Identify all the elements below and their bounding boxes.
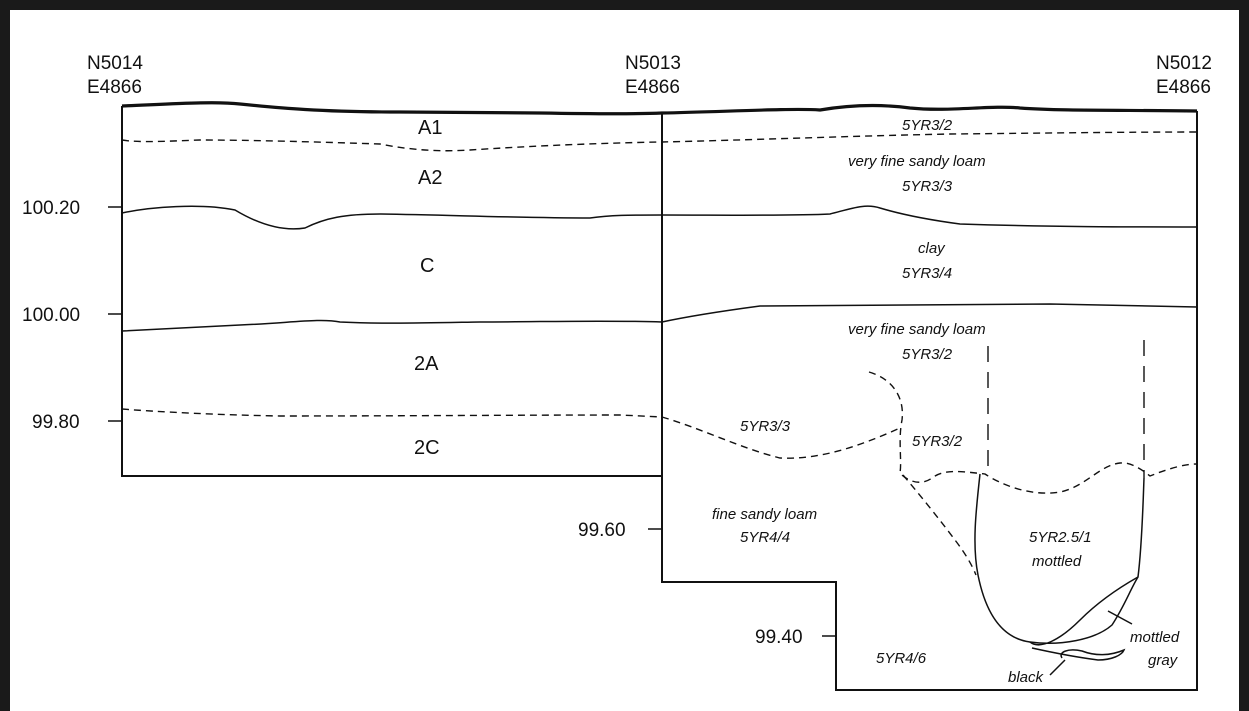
horizon-2c: 2C — [414, 437, 440, 459]
boundary-a2-c — [121, 205, 1198, 230]
note-a2-texture: very fine sandy loam — [848, 153, 986, 170]
feature-boundary — [868, 371, 1198, 494]
lens-boundary — [661, 416, 901, 459]
grid-point-n5013: N5013 — [625, 53, 681, 74]
note-lower-texture: fine sandy loam — [712, 506, 817, 523]
mottled-gray-pointer — [1107, 610, 1133, 625]
note-c-texture: clay — [918, 240, 946, 257]
horizon-2a: 2A — [414, 353, 439, 375]
note-a2-color: 5YR3/3 — [902, 178, 953, 195]
grid-point-e4866-middle: E4866 — [625, 77, 680, 98]
note-gray: gray — [1148, 652, 1179, 669]
note-black: black — [1008, 669, 1045, 686]
note-c-color: 5YR3/4 — [902, 265, 952, 282]
note-2a-texture: very fine sandy loam — [848, 321, 986, 338]
note-bottom-color: 5YR4/6 — [876, 650, 927, 667]
black-pointer — [1049, 659, 1066, 676]
boundary-c-2a — [121, 303, 1198, 332]
note-pit-color: 5YR2.5/1 — [1029, 529, 1092, 546]
pit-edge-dashed — [902, 474, 977, 576]
note-mottled: mottled — [1130, 629, 1180, 646]
black-inclusion — [1031, 647, 1126, 661]
horizon-a1: A1 — [418, 117, 442, 139]
elevation-label-100-20: 100.20 — [22, 198, 80, 219]
boundary-2a-2c — [121, 408, 663, 418]
elevation-label-99-80: 99.80 — [32, 412, 80, 433]
mottled-gray-boundary — [1029, 576, 1139, 646]
elevation-label-99-40: 99.40 — [755, 627, 803, 648]
note-pit-desc: mottled — [1032, 553, 1082, 570]
horizon-a2: A2 — [418, 167, 442, 189]
pit-outline — [974, 473, 1145, 644]
note-2a-color: 5YR3/2 — [902, 346, 953, 363]
ground-surface-line — [121, 101, 1198, 116]
elevation-label-100-00: 100.00 — [22, 305, 80, 326]
grid-point-n5012: N5012 — [1156, 53, 1212, 74]
boundary-a1-a2 — [121, 131, 1198, 152]
grid-point-e4866-left: E4866 — [87, 77, 142, 98]
grid-point-n5014: N5014 — [87, 53, 143, 74]
grid-point-e4866-right: E4866 — [1156, 77, 1211, 98]
elevation-label-99-60: 99.60 — [578, 520, 626, 541]
note-lower-color: 5YR4/4 — [740, 529, 790, 546]
note-pit-upper-color: 5YR3/2 — [912, 433, 963, 450]
excavation-outline — [121, 106, 1198, 691]
horizon-c: C — [420, 255, 434, 277]
note-a1-color: 5YR3/2 — [902, 117, 953, 134]
note-lens-color: 5YR3/3 — [740, 418, 791, 435]
